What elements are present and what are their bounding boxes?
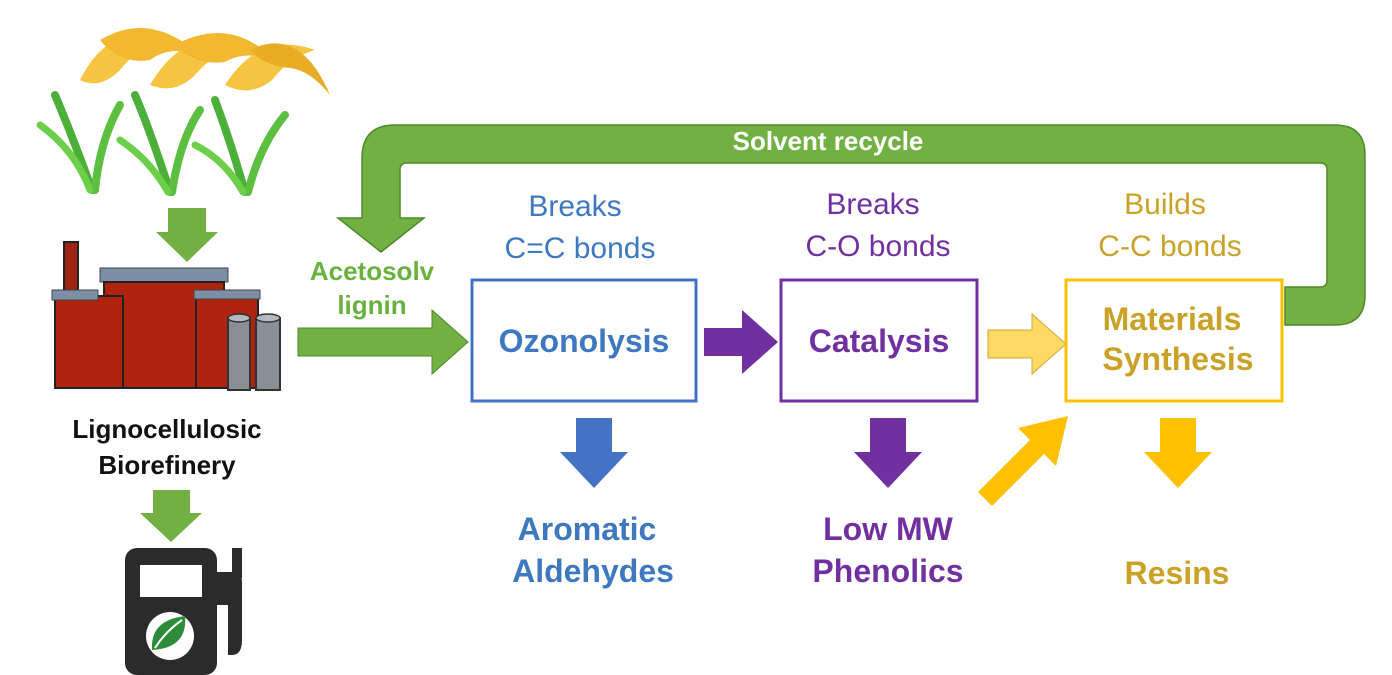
factory-icon xyxy=(51,241,281,391)
phenolics-label-line2: Phenolics xyxy=(812,553,963,589)
arrow-catalysis-to-synthesis xyxy=(987,312,1067,376)
phenolics-label-line1: Low MW xyxy=(823,511,954,547)
arrow-synthesis-to-resins xyxy=(1144,418,1212,488)
synthesis-box xyxy=(1064,278,1284,403)
arrow-plant-to-factory xyxy=(156,208,218,262)
acetosolv-label-line2: lignin xyxy=(337,290,406,320)
ozonolysis-note-line2: C=C bonds xyxy=(505,232,656,265)
biorefinery-label-line2: Biorefinery xyxy=(98,450,236,480)
resins-label: Resins xyxy=(1125,555,1230,591)
catalysis-box-label: Catalysis xyxy=(809,323,950,359)
ozonolysis-note-line1: Breaks xyxy=(528,190,621,223)
synthesis-box-label-line1: Materials xyxy=(1103,301,1242,337)
synthesis-note-line1: Builds xyxy=(1124,188,1206,221)
ozonolysis-box-label: Ozonolysis xyxy=(499,323,670,359)
arrow-phenolics-to-synthesis xyxy=(978,416,1068,506)
arrow-feed-to-ozonolysis xyxy=(297,308,469,376)
solvent-recycle-label: Solvent recycle xyxy=(733,126,924,156)
solvent-recycle-loop xyxy=(335,124,1366,326)
arrow-ozonolysis-to-aldehydes xyxy=(560,418,628,488)
acetosolv-label-line1: Acetosolv xyxy=(310,256,435,286)
arrow-catalysis-to-phenolics xyxy=(854,418,922,488)
synthesis-note-line2: C-C bonds xyxy=(1098,230,1241,263)
biorefinery-label-line1: Lignocellulosic xyxy=(72,414,261,444)
arrow-ozonolysis-to-catalysis xyxy=(704,310,778,374)
rice-plant-icon xyxy=(36,28,330,196)
synthesis-box-label-line2: Synthesis xyxy=(1102,341,1253,377)
ozonolysis-box xyxy=(470,278,698,403)
biofuel-pump-icon xyxy=(125,548,242,675)
aldehydes-label-line1: Aromatic xyxy=(518,511,657,547)
catalysis-box xyxy=(779,278,979,403)
arrow-factory-to-fuel xyxy=(140,490,202,542)
catalysis-note-line1: Breaks xyxy=(826,188,919,221)
aldehydes-label-line2: Aldehydes xyxy=(512,553,674,589)
catalysis-note-line2: C-O bonds xyxy=(805,230,950,263)
